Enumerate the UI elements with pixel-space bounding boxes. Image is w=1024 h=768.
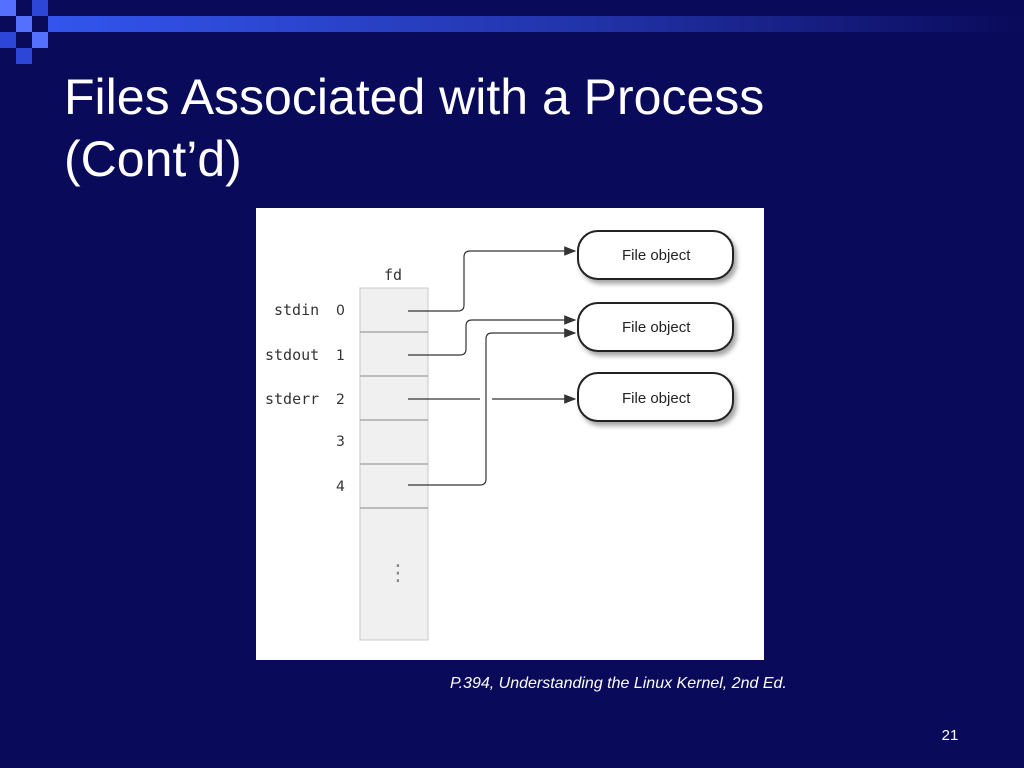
fd-diagram-svg: fd stdin 0 stdout 1 stderr 2 3 4 ⋮ File … [265, 230, 734, 641]
file-object-3 [577, 372, 734, 422]
fd-row-index-3: 3 [336, 434, 345, 450]
fd-header: fd [384, 266, 402, 284]
file-object-3-label: File object [622, 390, 691, 407]
fd-row-index-2: 2 [336, 392, 345, 408]
slide-title-line1: Files Associated with a Process [64, 69, 765, 125]
decor-square [0, 32, 16, 48]
accent-bar [48, 16, 1024, 32]
fd-diagram: fd stdin 0 stdout 1 stderr 2 3 4 ⋮ File … [256, 208, 764, 660]
decorative-header [0, 0, 1024, 64]
figure-caption: P.394, Understanding the Linux Kernel, 2… [450, 675, 787, 692]
slide-title: Files Associated with a Process (Cont’d) [64, 66, 964, 190]
fd-row-label-2: stderr [265, 390, 319, 408]
fd-row-label-0: stdin [274, 301, 319, 319]
decor-square [0, 0, 16, 16]
decor-square [16, 16, 32, 32]
fd-ellipsis: ⋮ [387, 561, 409, 586]
file-object-2 [577, 302, 734, 352]
fd-row-index-1: 1 [336, 348, 345, 364]
arrow-fd0 [408, 246, 577, 312]
page-number: 21 [941, 727, 959, 744]
file-object-2-label: File object [622, 319, 691, 336]
arrow-fd1 [408, 315, 577, 356]
file-object-1-label: File object [622, 247, 691, 264]
slide-title-line2: (Cont’d) [64, 131, 242, 187]
fd-row-label-1: stdout [265, 346, 319, 364]
decor-square [16, 48, 32, 64]
decor-square [32, 0, 48, 16]
arrow-fd4 [408, 328, 577, 486]
decor-square [32, 32, 48, 48]
file-object-1 [577, 230, 734, 280]
fd-row-index-4: 4 [336, 479, 345, 495]
fd-row-index-0: 0 [336, 303, 345, 319]
